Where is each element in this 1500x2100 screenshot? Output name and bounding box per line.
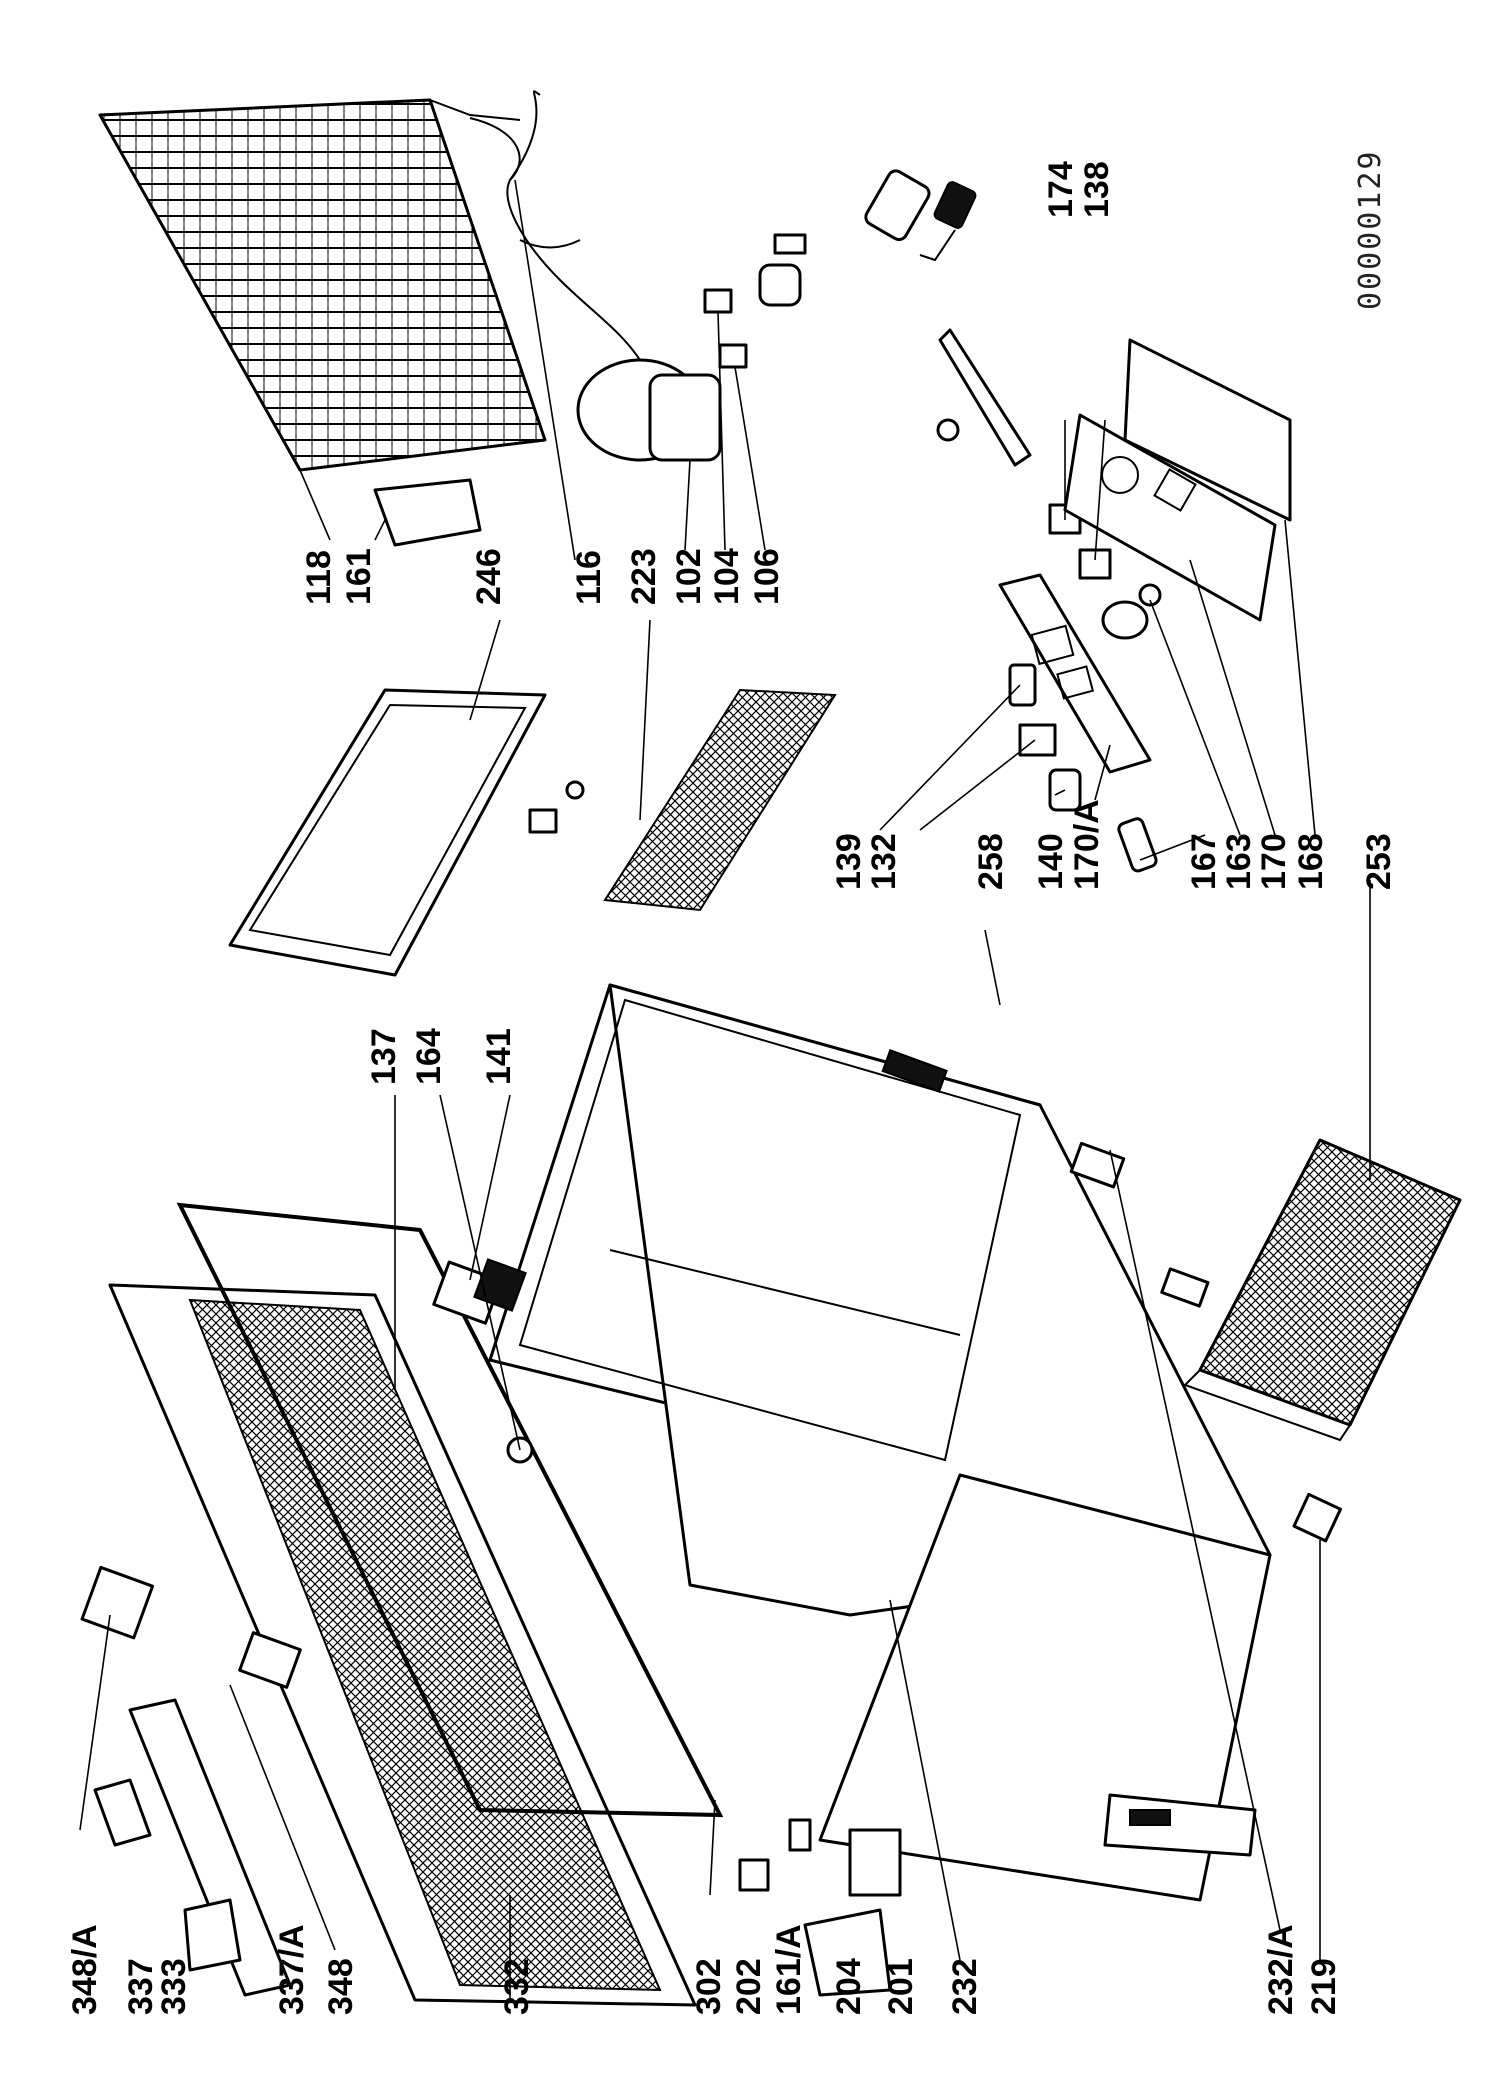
vent-grille bbox=[603, 688, 837, 912]
lid bbox=[108, 1283, 697, 2007]
callout-246: 246 bbox=[470, 548, 508, 605]
callout-140: 140 bbox=[1032, 833, 1070, 890]
control-plate bbox=[998, 573, 1152, 774]
callout-170: 170 bbox=[1255, 833, 1293, 890]
relay-parts bbox=[703, 233, 807, 369]
callout-168: 168 bbox=[1292, 833, 1330, 890]
callout-232: 232 bbox=[946, 1958, 984, 2015]
callout-333: 333 bbox=[155, 1958, 193, 2015]
callout-204: 204 bbox=[830, 1958, 868, 2015]
callout-174: 174 bbox=[1042, 161, 1080, 218]
gasket-frame bbox=[176, 1202, 724, 1818]
freezer-cabinet bbox=[488, 983, 1272, 1902]
callout-302: 302 bbox=[690, 1958, 728, 2015]
bracket-161 bbox=[373, 478, 482, 547]
foot-bracket bbox=[1292, 1492, 1342, 1543]
callout-132: 132 bbox=[865, 833, 903, 890]
callout-337: 337 bbox=[122, 1958, 160, 2015]
callout-163: 163 bbox=[1220, 833, 1258, 890]
callout-258: 258 bbox=[972, 833, 1010, 890]
callout-348: 348 bbox=[322, 1958, 360, 2015]
screws bbox=[528, 780, 585, 834]
callout-219: 219 bbox=[1305, 1958, 1343, 2015]
mounting-strip bbox=[936, 328, 1032, 467]
callout-164: 164 bbox=[410, 1028, 448, 1085]
callout-170a: 170/A bbox=[1068, 799, 1106, 890]
callout-232a: 232/A bbox=[1262, 1924, 1300, 2015]
callout-161: 161 bbox=[340, 548, 378, 605]
document-number: 00000129 bbox=[1353, 150, 1388, 311]
callout-348a: 348/A bbox=[66, 1924, 104, 2015]
connector-parts bbox=[864, 169, 977, 262]
callout-223: 223 bbox=[625, 548, 663, 605]
latch-cover bbox=[1103, 1793, 1257, 1857]
callout-337a: 337/A bbox=[273, 1924, 311, 2015]
callout-104: 104 bbox=[708, 548, 746, 605]
callout-116: 116 bbox=[570, 550, 608, 605]
callout-167: 167 bbox=[1185, 833, 1223, 890]
callout-161a: 161/A bbox=[770, 1924, 808, 2015]
callout-253: 253 bbox=[1360, 833, 1398, 890]
compressor bbox=[576, 358, 722, 462]
callout-139: 139 bbox=[830, 833, 868, 890]
callout-332: 332 bbox=[498, 1958, 536, 2015]
callout-141: 141 bbox=[480, 1028, 518, 1085]
callout-labels: 348/A 337 333 337/A 348 332 302 202 161/… bbox=[66, 150, 1398, 2016]
control-knob bbox=[1101, 583, 1162, 640]
condenser-coil bbox=[98, 98, 547, 472]
lamp-holder bbox=[432, 1258, 534, 1464]
front-panel bbox=[1063, 413, 1277, 622]
wire-basket bbox=[1183, 1138, 1462, 1442]
leader-lines bbox=[79, 179, 1371, 2000]
evaporator-panel bbox=[228, 688, 547, 977]
callout-138: 138 bbox=[1078, 161, 1116, 218]
callout-106: 106 bbox=[748, 548, 786, 605]
cover-panel bbox=[1123, 338, 1292, 522]
hinge-parts bbox=[738, 1818, 902, 1997]
callout-137: 137 bbox=[365, 1028, 403, 1085]
callout-202: 202 bbox=[730, 1958, 768, 2015]
callout-201: 201 bbox=[882, 1958, 920, 2015]
callout-102: 102 bbox=[670, 548, 708, 605]
callout-118: 118 bbox=[300, 550, 338, 605]
